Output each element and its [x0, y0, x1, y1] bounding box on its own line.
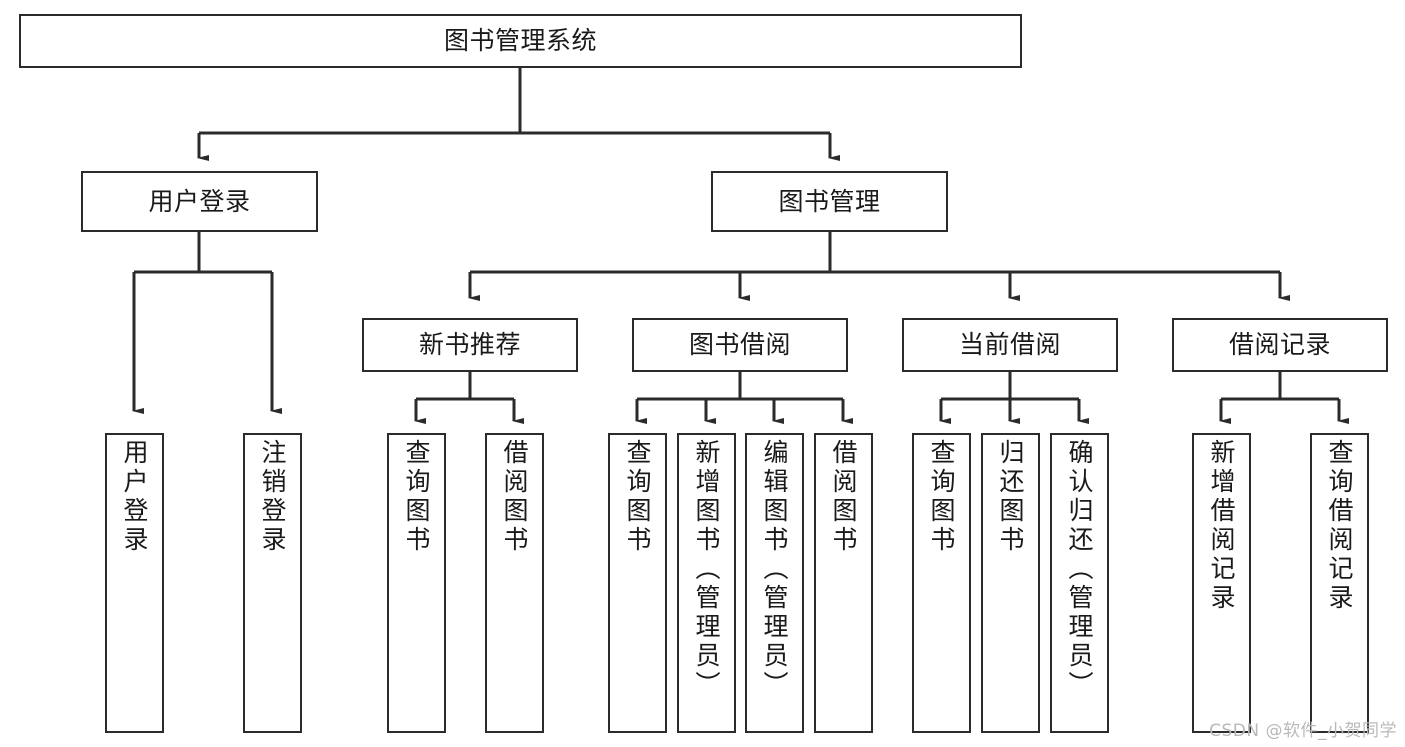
node-user-login-label: 用户登录	[148, 186, 251, 216]
node-leaf-add-book-label: 新增图书（管理员）	[692, 439, 721, 700]
node-leaf-confirm-return[interactable]: 确认归还（管理员）	[1050, 433, 1109, 733]
node-leaf-user-logout-label: 注销登录	[258, 439, 287, 555]
node-leaf-add-record[interactable]: 新增借阅记录	[1192, 433, 1251, 733]
node-leaf-add-record-label: 新增借阅记录	[1207, 439, 1236, 613]
node-borrow-record-label: 借阅记录	[1228, 330, 1331, 360]
node-leaf-query-book-2[interactable]: 查询图书	[608, 433, 667, 733]
node-leaf-confirm-return-label: 确认归还（管理员）	[1065, 439, 1094, 700]
node-new-book-recommend-label: 新书推荐	[418, 330, 521, 360]
node-leaf-borrow-book-1-label: 借阅图书	[500, 439, 529, 555]
node-leaf-return-book[interactable]: 归还图书	[981, 433, 1040, 733]
node-leaf-add-book[interactable]: 新增图书（管理员）	[677, 433, 736, 733]
node-leaf-borrow-book-1[interactable]: 借阅图书	[485, 433, 544, 733]
node-current-borrow[interactable]: 当前借阅	[902, 318, 1118, 372]
node-borrow-record[interactable]: 借阅记录	[1172, 318, 1388, 372]
node-root-system-label: 图书管理系统	[443, 26, 597, 56]
node-leaf-query-record-label: 查询借阅记录	[1325, 439, 1354, 613]
node-root-system[interactable]: 图书管理系统	[19, 14, 1022, 68]
node-user-login[interactable]: 用户登录	[81, 171, 318, 232]
node-leaf-query-book-1-label: 查询图书	[402, 439, 431, 555]
node-current-borrow-label: 当前借阅	[958, 330, 1061, 360]
node-leaf-edit-book-label: 编辑图书（管理员）	[760, 439, 789, 700]
node-book-manage-label: 图书管理	[778, 186, 881, 216]
csdn-watermark: CSDN @软件_小贺同学	[1209, 721, 1397, 741]
node-leaf-borrow-book-2[interactable]: 借阅图书	[814, 433, 873, 733]
node-leaf-return-book-label: 归还图书	[996, 439, 1025, 555]
node-leaf-user-logout[interactable]: 注销登录	[243, 433, 302, 733]
node-leaf-query-book-1[interactable]: 查询图书	[387, 433, 446, 733]
node-leaf-user-login-label: 用户登录	[120, 439, 149, 555]
node-leaf-user-login[interactable]: 用户登录	[105, 433, 164, 733]
node-book-borrow-label: 图书借阅	[688, 330, 791, 360]
node-new-book-recommend[interactable]: 新书推荐	[362, 318, 578, 372]
node-leaf-query-book-3[interactable]: 查询图书	[912, 433, 971, 733]
node-leaf-borrow-book-2-label: 借阅图书	[829, 439, 858, 555]
node-leaf-query-record[interactable]: 查询借阅记录	[1310, 433, 1369, 733]
node-leaf-query-book-3-label: 查询图书	[927, 439, 956, 555]
node-book-manage[interactable]: 图书管理	[711, 171, 948, 232]
node-leaf-query-book-2-label: 查询图书	[623, 439, 652, 555]
node-book-borrow[interactable]: 图书借阅	[632, 318, 848, 372]
node-leaf-edit-book[interactable]: 编辑图书（管理员）	[745, 433, 804, 733]
